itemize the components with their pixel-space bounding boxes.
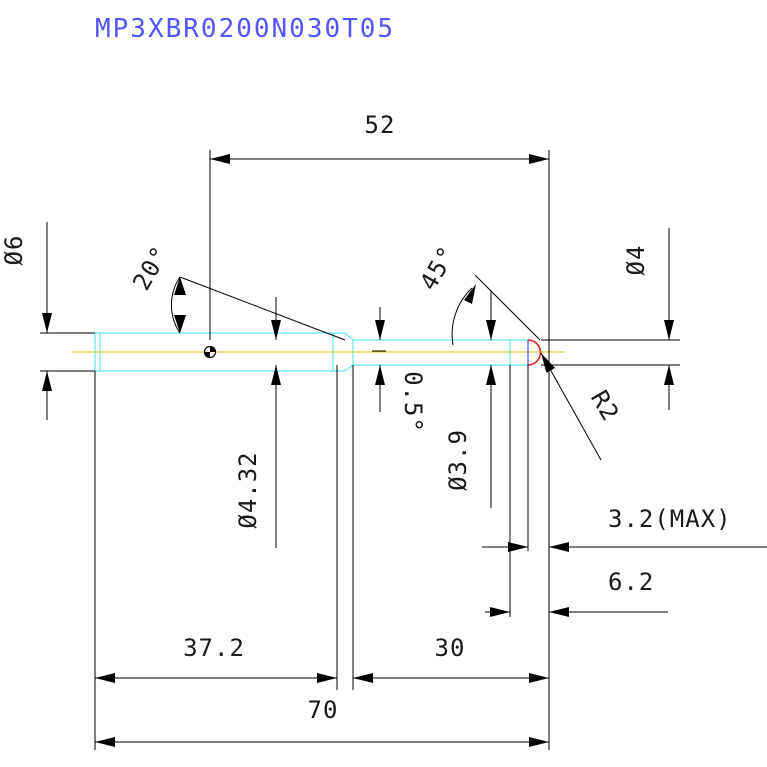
dim-taper-0-5-label: 0.5° <box>399 371 427 433</box>
dim-30: 30 <box>353 634 549 683</box>
dim-taper-0-5: 0.5° <box>372 307 427 433</box>
dim-3-2-max: 3.2(MAX) <box>482 505 767 552</box>
dim-37-2: 37.2 <box>95 634 337 683</box>
dim-30-label: 30 <box>435 634 466 662</box>
dim-angle-45: 45° <box>414 241 541 346</box>
dim-radius-2-label: R2 <box>585 386 625 427</box>
dim-6-2: 6.2 <box>485 568 668 617</box>
dim-dia-4: Ø4 <box>622 228 674 410</box>
dim-dia-3-9: Ø3.9 <box>444 290 496 508</box>
dim-dia-4-32-label: Ø4.32 <box>234 451 262 528</box>
part-number-title: MP3XBR0200N030T05 <box>95 14 395 44</box>
dim-angle-45-label: 45° <box>414 241 461 295</box>
tip-radius-arc <box>527 339 542 366</box>
dim-6-2-label: 6.2 <box>608 568 654 596</box>
dim-dia-4-32: Ø4.32 <box>234 297 281 548</box>
dim-angle-20-label: 20° <box>127 241 174 295</box>
datum-symbol <box>203 345 217 359</box>
dim-angle-20: 20° <box>127 241 346 341</box>
dim-dia-6: Ø6 <box>0 222 52 420</box>
extension-lines <box>40 150 680 750</box>
dim-radius-2: R2 <box>540 352 625 461</box>
dim-dia-6-label: Ø6 <box>0 235 28 266</box>
dim-3-2-max-label: 3.2(MAX) <box>608 505 732 533</box>
dim-dia-3-9-label: Ø3.9 <box>444 429 472 491</box>
dim-52: 52 <box>210 111 549 164</box>
dim-70: 70 <box>95 696 549 747</box>
dim-70-label: 70 <box>308 696 339 724</box>
dim-dia-4-label: Ø4 <box>622 245 650 276</box>
dim-37-2-label: 37.2 <box>183 634 245 662</box>
dim-52-label: 52 <box>365 111 396 139</box>
